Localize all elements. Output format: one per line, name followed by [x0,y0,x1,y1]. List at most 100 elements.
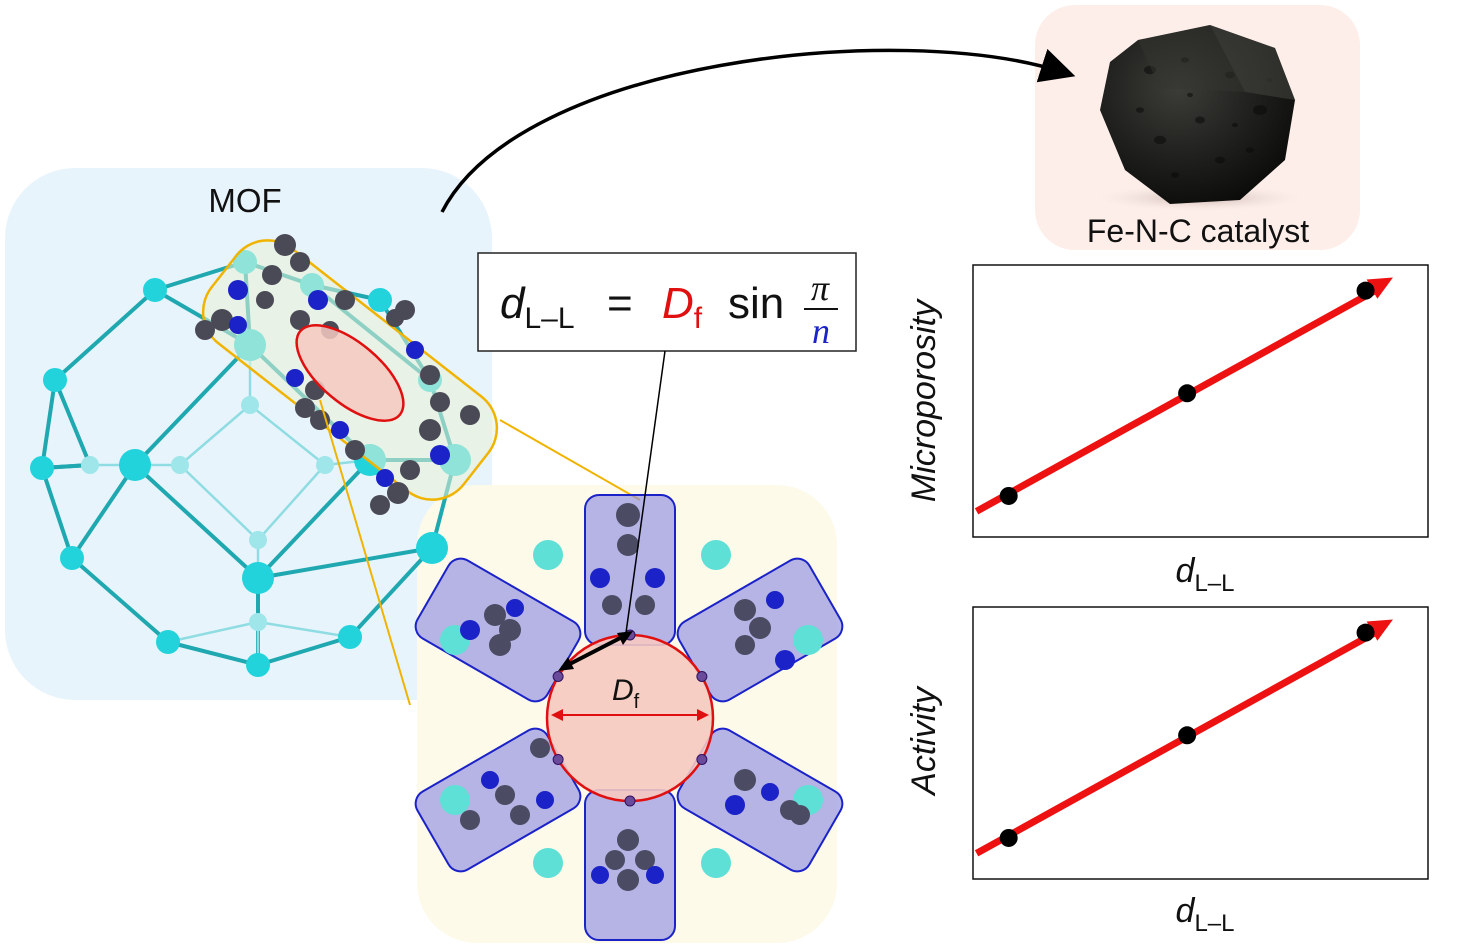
framework-bond [167,620,259,644]
carbon-atom [460,405,480,425]
carbon-atom [635,850,655,870]
carbon-atom [420,365,440,385]
data-point [999,486,1018,505]
pore-diameter-var: D [612,674,634,707]
rock-pore [1253,105,1267,115]
framework-bond [40,379,57,469]
carbon-atom [290,252,310,272]
carbon-atom [495,785,515,805]
framework-bond [257,635,351,667]
formula-pi: π [811,268,830,308]
formula-sin: sin [728,279,784,328]
nitrogen-atom [460,620,480,640]
carbon-atom [617,534,639,556]
zinc-node [416,532,448,564]
carbon-atom [460,810,480,830]
framework-bond [179,464,259,541]
xlabel-sub: L–L [1194,570,1234,597]
carbon-atom [790,805,810,825]
framework-bond [257,620,351,639]
contact-atom [696,671,708,682]
pore-diameter-label: Df [612,674,640,713]
nitrogen-atom [645,568,665,588]
carbon-atom [605,850,625,870]
nitrogen-atom [376,469,394,487]
framework-bond [179,404,251,466]
carbon-atom [335,290,355,310]
rock-pore [1187,92,1193,98]
zinc-node [246,653,270,677]
nitrogen-atom [331,421,349,439]
carbon-atom [510,805,530,825]
nitrogen-atom [506,599,524,617]
zinc-node [249,531,267,549]
zinc-node [242,562,274,594]
contact-atom [624,795,636,807]
framework-bond [257,464,326,541]
xlabel-var: d [1176,552,1196,590]
framework-bond [167,640,259,667]
diameter-arrowhead-right [697,709,709,721]
zinc-node [701,848,731,878]
zinc-node [81,456,99,474]
carbon-atom [617,829,639,851]
chart-frame [972,606,1429,880]
nitrogen-atom [775,650,795,670]
nitrogen-atom [406,341,424,359]
nitrogen-atom [228,280,248,300]
framework-bond [133,343,252,467]
zinc-node [701,540,731,570]
zinc-node [43,368,67,392]
framework-bond [53,288,157,382]
framework-bond [70,556,170,644]
carbon-atom [734,769,756,791]
framework-bond [53,379,92,466]
zinc-node [533,848,563,878]
zinc-node [533,540,563,570]
trend-arrowhead [1366,277,1393,299]
contact-atom [696,754,708,765]
carbon-atom [489,634,511,656]
data-point [1178,384,1197,403]
nitrogen-atom [536,791,554,809]
distance-arrowhead [558,657,574,671]
data-point [999,828,1018,847]
zinc-node [249,613,267,631]
data-point [1178,726,1197,745]
nitrogen-atom [591,866,609,884]
nitrogen-atom [430,445,450,465]
formula-pointer-line [624,350,666,641]
formula-equals: = [607,279,633,328]
carbon-atom [345,440,365,460]
formula-box [477,252,857,352]
zinc-node [143,278,167,302]
zinc-node [338,625,362,649]
zinc-node [793,625,823,655]
rock-pore [1195,116,1205,124]
nitrogen-atom [725,795,745,815]
contact-atom [552,754,564,765]
carbon-atom [530,738,550,758]
rock-pore [1136,107,1144,113]
zoom-projection-lines [319,399,641,706]
framework-bond [40,467,74,559]
catalyst-label: Fe-N-C catalyst [1087,213,1309,249]
linker-box [584,789,676,941]
framework-bond [133,463,260,580]
rock-pore [1154,135,1166,145]
carbon-atom [400,460,420,480]
mof-label: MOF [208,182,281,219]
zinc-node [156,630,180,654]
zinc-node [171,456,189,474]
trend-arrow-line [974,284,1383,515]
formula-diameter: Df [662,279,703,335]
zinc-node [440,785,470,815]
chart-frame [972,264,1429,538]
carbon-atom [749,617,771,639]
pore-diameter-sub: f [634,691,640,713]
nitrogen-atom [229,316,247,334]
pore-circle [545,633,715,803]
carbon-atom [484,604,506,626]
formula-lhs: dL–L [500,279,575,335]
